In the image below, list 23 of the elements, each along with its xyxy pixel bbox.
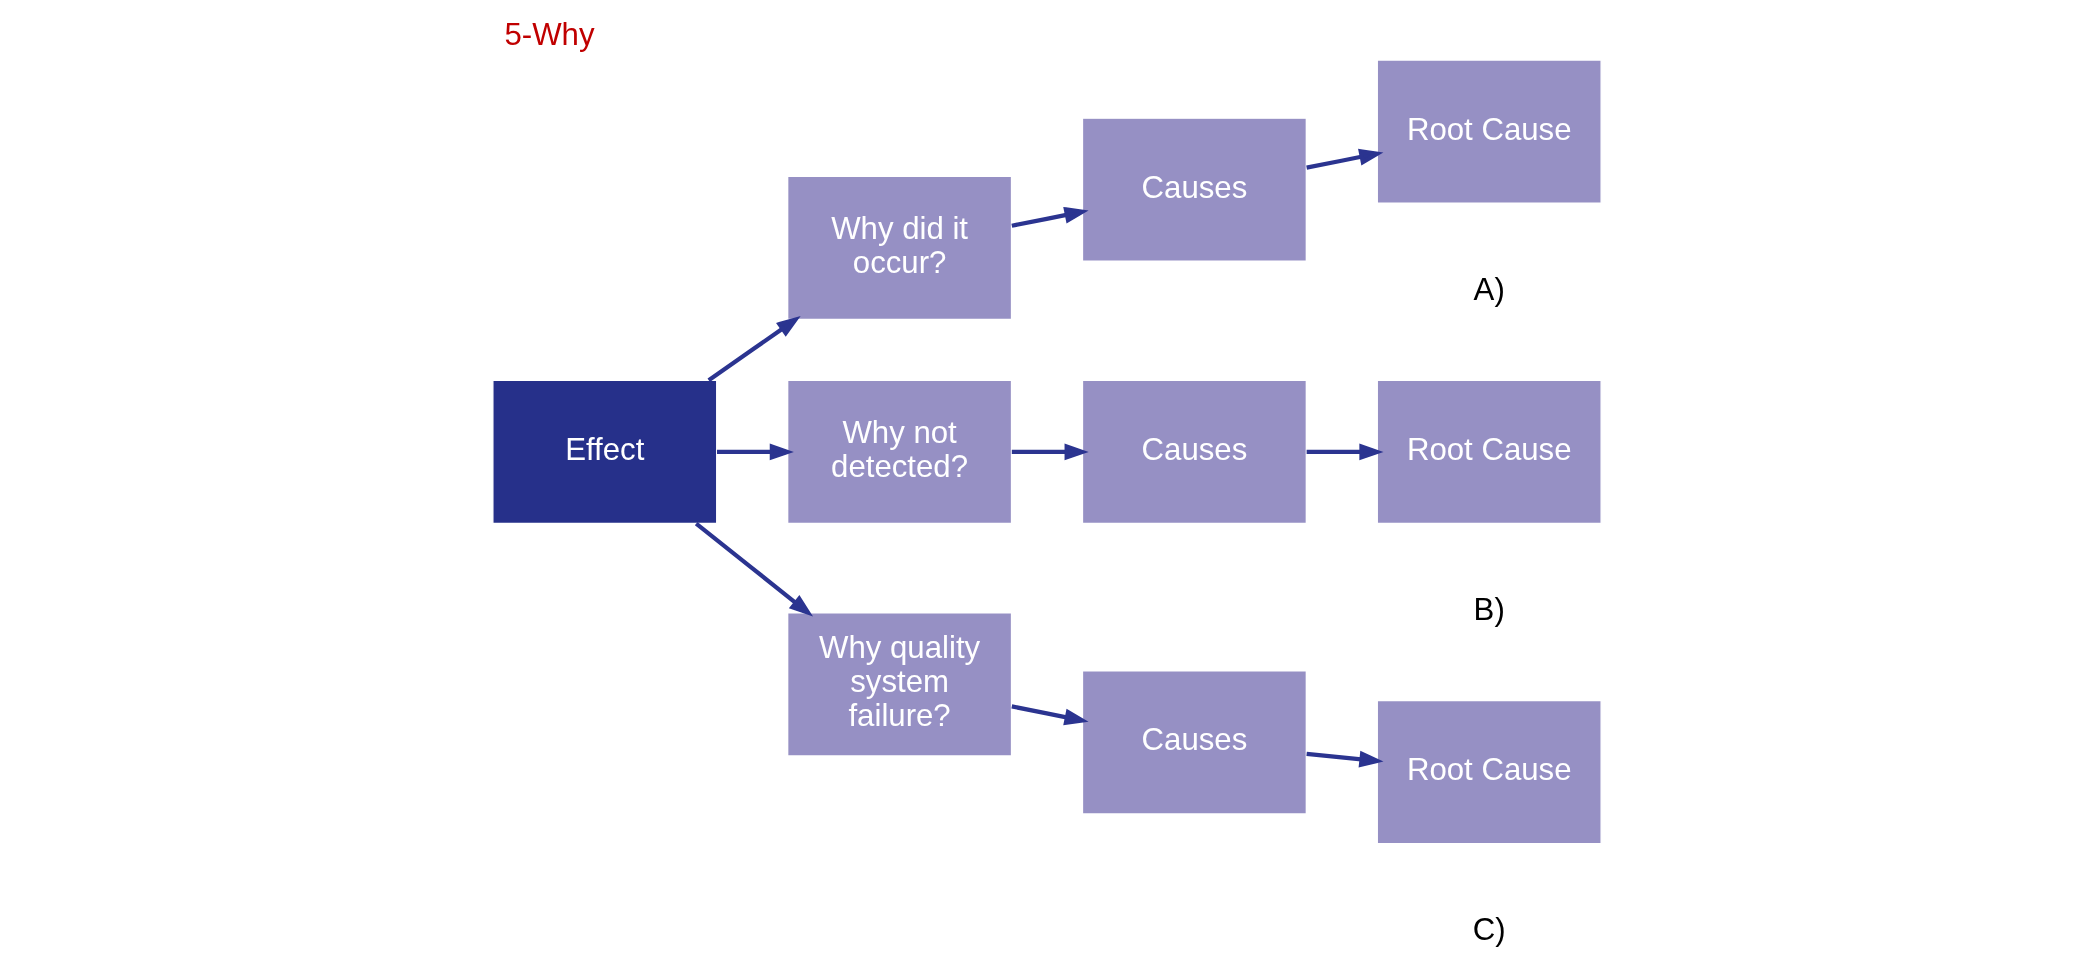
node-box: Why not detected? [786, 379, 1013, 524]
node-box: Root Cause [1376, 58, 1602, 204]
node-box: Effect [492, 379, 718, 524]
arrow [1011, 206, 1089, 228]
arrow [1306, 442, 1384, 460]
node-box: Causes [1081, 669, 1308, 815]
node-label: C) [1472, 911, 1506, 947]
node-label: B) [1473, 591, 1505, 627]
arrow [707, 315, 801, 382]
node-label: A) [1473, 271, 1505, 307]
node-box: Root Cause [1376, 379, 1602, 524]
arrow [1011, 442, 1089, 460]
node-box: Causes [1081, 116, 1308, 262]
node-box: Root Cause [1376, 699, 1602, 845]
arrow [694, 521, 814, 617]
node-box: Causes [1081, 379, 1308, 524]
arrow [717, 442, 794, 460]
arrow [1306, 750, 1384, 768]
node-box: Why did it occur? [786, 175, 1013, 320]
node-box: Why quality system failure? [786, 611, 1013, 757]
arrow [1011, 703, 1089, 725]
arrow [1306, 148, 1384, 170]
diagram-title: 5-Why [504, 16, 595, 52]
